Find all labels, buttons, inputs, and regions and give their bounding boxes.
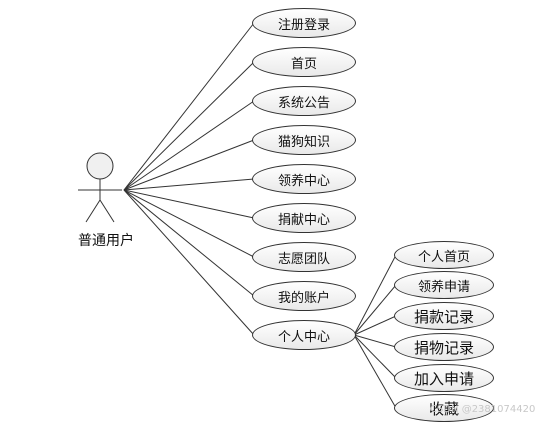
actor-leg-left [85, 199, 101, 223]
use-case-register-login[interactable]: 注册登录 [252, 8, 356, 38]
sub-use-case-item-donation-records[interactable]: 捐物记录 [394, 333, 494, 361]
use-case-volunteer-team[interactable]: 志愿团队 [252, 242, 356, 272]
association-line-1 [123, 61, 255, 191]
include-line-1 [353, 284, 397, 336]
include-line-2 [353, 315, 397, 336]
use-case-donation-center[interactable]: 捐献中心 [252, 203, 356, 233]
include-line-4 [353, 334, 397, 379]
use-case-pet-knowledge[interactable]: 猫狗知识 [252, 125, 356, 155]
association-line-3 [123, 139, 255, 191]
sub-use-case-join-application[interactable]: 加入申请 [394, 364, 494, 392]
actor-label: 普通用户 [78, 233, 134, 249]
watermark: CSDN @2381074420 [430, 404, 536, 415]
sub-use-case-donation-records[interactable]: 捐款记录 [394, 302, 494, 330]
association-line-8 [123, 189, 255, 336]
use-case-personal-center[interactable]: 个人中心 [252, 320, 356, 350]
use-case-adoption-center[interactable]: 领养中心 [252, 164, 356, 194]
association-line-0 [123, 22, 255, 191]
include-line-3 [353, 334, 397, 348]
include-line-5 [353, 334, 397, 409]
include-line-0 [353, 254, 397, 336]
association-line-2 [123, 100, 255, 191]
association-line-5 [123, 189, 255, 219]
association-line-6 [123, 189, 255, 258]
sub-use-case-favorites[interactable]: 收藏 [394, 394, 494, 422]
sub-use-case-personal-home[interactable]: 个人首页 [394, 241, 494, 269]
association-line-7 [123, 189, 255, 297]
use-case-my-account[interactable]: 我的账户 [252, 281, 356, 311]
use-case-announcement[interactable]: 系统公告 [252, 86, 356, 116]
use-case-home[interactable]: 首页 [252, 47, 356, 77]
actor-head [86, 152, 114, 180]
association-line-4 [123, 178, 255, 191]
actor-leg-right [99, 199, 115, 223]
sub-use-case-adoption-application[interactable]: 领养申请 [394, 271, 494, 299]
